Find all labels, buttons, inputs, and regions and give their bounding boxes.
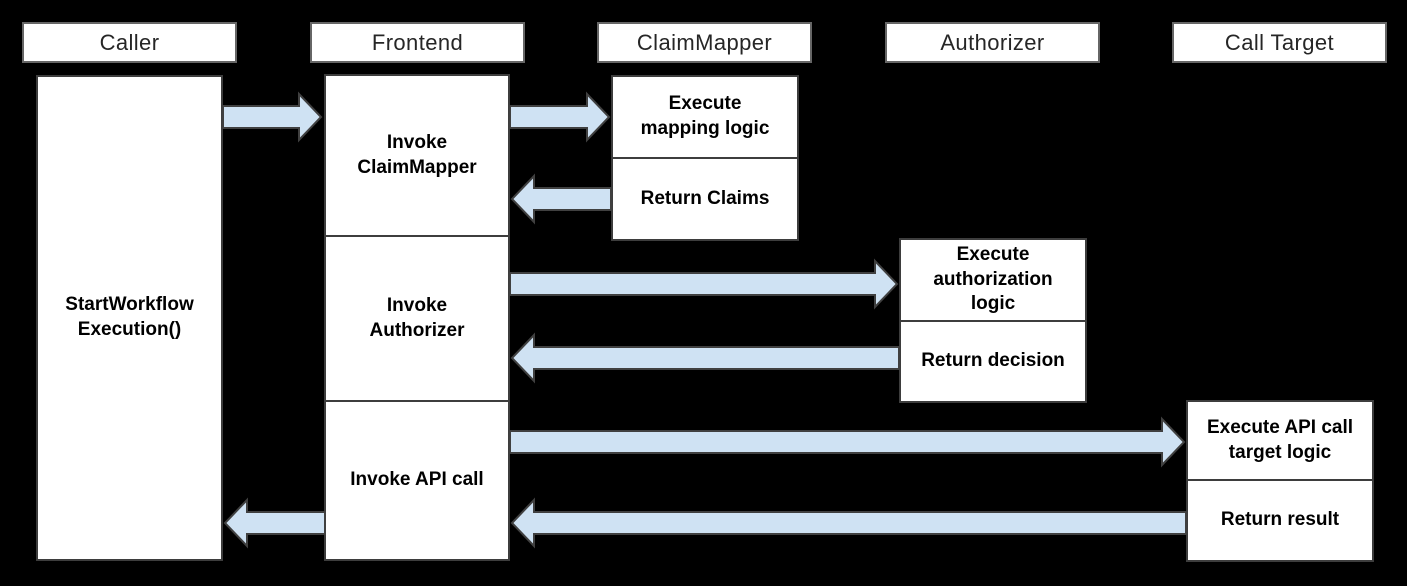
lane-header-claimmapper: ClaimMapper [597, 22, 812, 63]
call-target-step-execute-api-call-target-logic: Execute API call target logic [1206, 416, 1354, 463]
authorizer-step-return-decision: Return decision [901, 320, 1085, 401]
arrow-frontend-to-call-target-icon [509, 416, 1186, 468]
frontend-step-invoke-claimmapper: Invoke ClaimMapper [357, 131, 477, 178]
arrow-call-target-to-frontend-icon [510, 497, 1187, 549]
authorizer-step-execute-authorization-logic: Execute authorization logic [933, 243, 1053, 315]
lane-header-frontend: Frontend [310, 22, 525, 63]
lane-header-caller: Caller [22, 22, 237, 63]
call-target-activation-box: Execute API call target logic Return res… [1186, 400, 1374, 562]
lane-header-call-target: Call Target [1172, 22, 1387, 63]
lane-header-authorizer: Authorizer [885, 22, 1100, 63]
arrow-authorizer-to-frontend-icon [510, 332, 900, 384]
arrow-claimmapper-to-frontend-icon [510, 173, 612, 225]
call-target-step-return-result: Return result [1188, 479, 1372, 560]
claimmapper-step-return-claims: Return Claims [613, 157, 797, 239]
claimmapper-step-execute-mapping-logic: Execute mapping logic [640, 93, 770, 139]
caller-step-startworkflowexecution: StartWorkflow Execution() [65, 294, 194, 340]
frontend-activation-box: Invoke ClaimMapper Invoke Authorizer Inv… [324, 74, 510, 561]
frontend-step-invoke-api-call: Invoke API call [326, 400, 508, 559]
arrow-caller-to-frontend-icon [222, 91, 323, 143]
authorizer-activation-box: Execute authorization logic Return decis… [899, 238, 1087, 403]
claimmapper-activation-box: Execute mapping logic Return Claims [611, 75, 799, 241]
arrow-frontend-to-authorizer-icon [509, 258, 899, 310]
frontend-step-invoke-authorizer: Invoke Authorizer [326, 235, 508, 400]
arrow-frontend-to-claimmapper-icon [509, 91, 611, 143]
caller-activation-box: StartWorkflow Execution() [36, 75, 223, 561]
arrow-frontend-to-caller-icon [223, 497, 326, 549]
